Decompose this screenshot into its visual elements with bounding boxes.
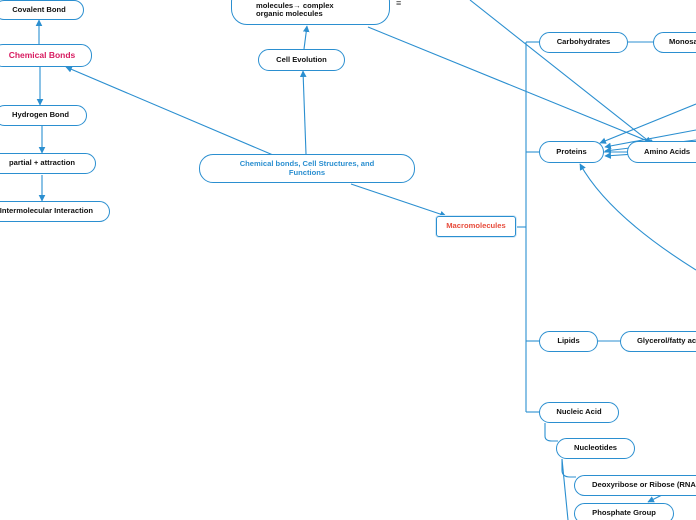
intermolecular-interaction-label: Intermolecular Interaction	[0, 206, 93, 216]
glycerol-fatty-acids-node[interactable]: Glycerol/fatty acids	[620, 331, 696, 352]
monosaccharides-node[interactable]: Monosaccharides	[653, 32, 696, 53]
central-topic-label: Chemical bonds, Cell Structures, and Fun…	[239, 158, 375, 177]
central-topic-node[interactable]: Chemical bonds, Cell Structures, and Fun…	[199, 154, 415, 183]
proteins-label: Proteins	[556, 146, 587, 156]
phosphate-group-node[interactable]: Phosphate Group	[574, 503, 674, 520]
glycerol-fatty-acids-label: Glycerol/fatty acids	[637, 336, 696, 346]
hydrogen-bond-node[interactable]: Hydrogen Bond	[0, 105, 87, 126]
covalent-bond-node[interactable]: Covalent Bond	[0, 0, 84, 20]
hydrogen-bond-label: Hydrogen Bond	[12, 110, 69, 120]
carbohydrates-label: Carbohydrates	[556, 37, 611, 47]
macromolecules-node[interactable]: Macromolecules	[436, 216, 516, 237]
cell-evolution-label: Cell Evolution	[276, 54, 327, 64]
lipids-node[interactable]: Lipids	[539, 331, 598, 352]
intermolecular-interaction-node[interactable]: Intermolecular Interaction	[0, 201, 110, 222]
deoxyribose-ribose-label: Deoxyribose or Ribose (RNA)	[592, 480, 696, 490]
phosphate-group-label: Phosphate Group	[592, 508, 656, 518]
menu-icon[interactable]: ≡	[396, 0, 402, 8]
partial-attraction-node[interactable]: partial + attraction	[0, 153, 96, 174]
lipids-label: Lipids	[557, 336, 580, 346]
nucleic-acid-label: Nucleic Acid	[556, 407, 602, 417]
organic-molecules-label: molecules→ complex organic molecules	[256, 0, 334, 19]
amino-acids-label: Amino Acids	[644, 146, 691, 156]
macromolecules-label: Macromolecules	[446, 221, 506, 231]
chemical-bonds-node[interactable]: Chemical Bonds	[0, 44, 92, 67]
covalent-bond-label: Covalent Bond	[12, 4, 66, 14]
deoxyribose-ribose-node[interactable]: Deoxyribose or Ribose (RNA)	[574, 475, 696, 496]
chemical-bonds-label: Chemical Bonds	[8, 49, 76, 60]
carbohydrates-node[interactable]: Carbohydrates	[539, 32, 628, 53]
partial-attraction-label: partial + attraction	[8, 158, 76, 168]
cell-evolution-node[interactable]: Cell Evolution	[258, 49, 345, 71]
monosaccharides-label: Monosaccharides	[669, 37, 696, 47]
amino-acids-node[interactable]: Amino Acids	[627, 141, 696, 163]
nucleotides-node[interactable]: Nucleotides	[556, 438, 635, 459]
proteins-node[interactable]: Proteins	[539, 141, 604, 163]
organic-molecules-node[interactable]: molecules→ complex organic molecules	[231, 0, 390, 25]
nucleic-acid-node[interactable]: Nucleic Acid	[539, 402, 619, 423]
nucleotides-label: Nucleotides	[573, 443, 618, 453]
